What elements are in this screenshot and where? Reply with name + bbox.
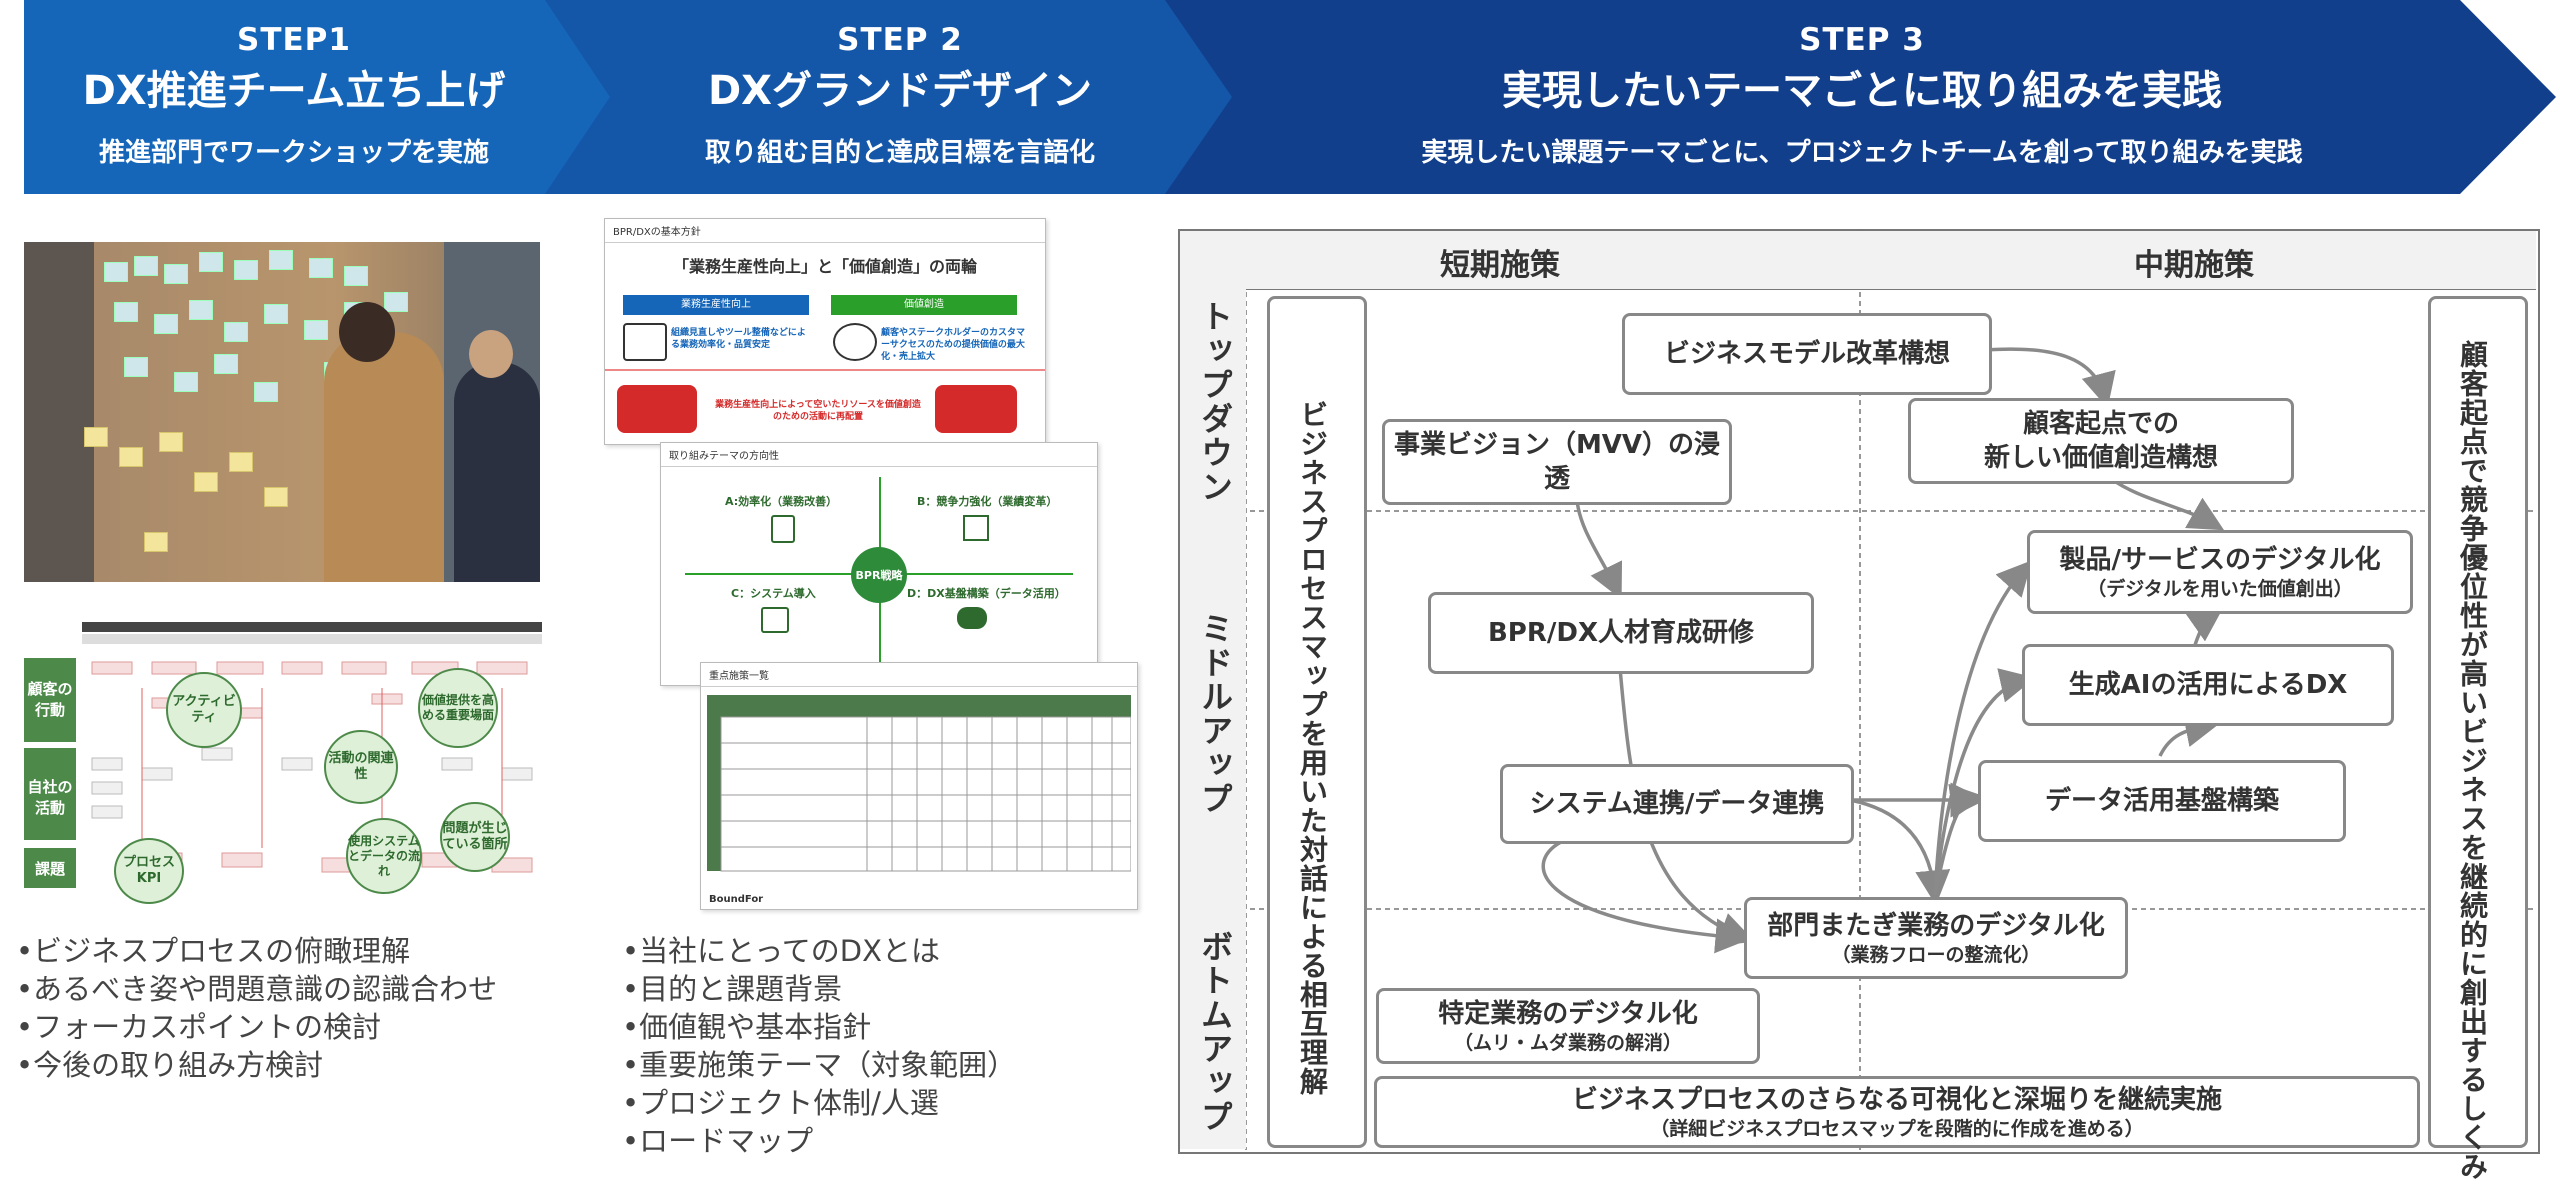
step2-bullet: •プロジェクト体制/人選 <box>622 1086 939 1120</box>
slide2-header: 取り組みテーマの方向性 <box>661 443 1097 467</box>
bubble-system-data: 使用システムとデータの流れ <box>346 818 422 894</box>
right-vertical-text: 顧客起点で競争優位性が高いビジネスを継続的に創出するしくみ <box>2456 340 2489 1181</box>
slide1-right-tag: 価値創造 <box>831 295 1017 315</box>
people-icon <box>833 323 877 361</box>
row-header-top: トップダウン <box>1196 300 1234 504</box>
step2-title: DXグランドデザイン <box>707 68 1093 114</box>
box-product-digitalization: 製品/サービスのデジタル化 （デジタルを用いた価値創出） <box>2027 530 2413 614</box>
box-cross-department: 部門またぎ業務のデジタル化 （業務フローの整流化） <box>1744 897 2128 979</box>
computer-icon <box>623 323 667 361</box>
row-header-middle: ミドルアップ <box>1196 612 1234 816</box>
box-system-integration: システム連携/データ連携 <box>1500 764 1854 844</box>
slide1-red-callout-right <box>935 385 1017 433</box>
bubble-process-kpi: プロセスKPI <box>114 838 184 904</box>
slide1-red-callout-left <box>617 385 697 433</box>
step1-bullet: •今後の取り組み方検討 <box>16 1048 324 1082</box>
bubble-problem: 問題が生じている箇所 <box>440 802 510 872</box>
step1-bullet-list: •ビジネスプロセスの俯瞰理解 •あるべき姿や問題意識の認識合わせ •フォーカスポ… <box>16 932 497 1084</box>
row-header-bottom: ボトムアップ <box>1196 930 1234 1134</box>
measures-table <box>707 695 1131 872</box>
step1-title: DX推進チーム立ち上げ <box>82 68 506 114</box>
slide-key-measures: 重点施策一覧 BoundFor <box>700 662 1138 910</box>
pm-label-customer: 顧客の行動 <box>24 658 76 742</box>
strategy-matrix <box>1178 229 2540 1154</box>
pm-label-company: 自社の活動 <box>24 748 76 840</box>
step2-bullet: •当社にとってのDXとは <box>622 934 940 968</box>
step3-title: 実現したいテーマごとに取り組みを実践 <box>1502 68 2222 114</box>
slide1-left-text: 組織見直しやツール整備などによる業務効率化・品質安定 <box>671 328 806 350</box>
step-banners <box>24 0 2556 194</box>
slide2-quad-c: C：システム導入 <box>731 587 816 600</box>
slide3-footer: BoundFor <box>709 894 764 905</box>
box-specific-task: 特定業務のデジタル化 （ムリ・ムダ業務の解消） <box>1376 988 1760 1064</box>
step2-bullet: •ロードマップ <box>622 1124 814 1158</box>
step2-banner: STEP 2 DXグランドデザイン 取り組む目的と達成目標を言語化 <box>600 0 1200 194</box>
box-mvv: 事業ビジョン（MVV）の浸透 <box>1382 419 1732 505</box>
box-business-model-reform: ビジネスモデル改革構想 <box>1622 313 1992 395</box>
slide2-quad-b: B：競争力強化（業績変革） <box>917 495 1058 508</box>
box-customer-value: 顧客起点での 新しい価値創造構想 <box>1908 398 2294 484</box>
step2-bullet: •目的と課題背景 <box>622 972 843 1006</box>
step1-bullet: •あるべき姿や問題意識の認識合わせ <box>16 972 498 1006</box>
box-generative-ai: 生成AIの活用によるDX <box>2022 644 2394 726</box>
slide1-title: 「業務生産性向上」と「価値創造」の両輪 <box>672 257 977 276</box>
step3-chevron <box>1165 0 2556 194</box>
step2-chevron <box>545 0 1255 194</box>
step2-bullet: •価値観や基本指針 <box>622 1010 872 1044</box>
left-vertical-text: ビジネスプロセスマップを用いた対話による相互理解 <box>1296 400 1329 1096</box>
step1-number: STEP1 <box>237 22 351 58</box>
step1-bullet: •ビジネスプロセスの俯瞰理解 <box>16 934 411 968</box>
bubble-value-scene: 価値提供を高める重要場面 <box>418 668 498 748</box>
slide3-header: 重点施策一覧 <box>701 663 1137 687</box>
box-bpr-training: BPR/DX人材育成研修 <box>1428 592 1814 674</box>
step2-number: STEP 2 <box>837 22 963 58</box>
slide-bpr-policy: BPR/DXの基本方針 「業務生産性向上」と「価値創造」の両輪 業務生産性向上 … <box>604 218 1046 445</box>
bubble-activity: アクティビティ <box>166 672 242 748</box>
slide1-left-tag: 業務生産性向上 <box>623 295 809 315</box>
step2-bullet-list: •当社にとってのDXとは •目的と課題背景 •価値観や基本指針 •重要施策テーマ… <box>622 932 1016 1160</box>
step1-chevron <box>24 0 630 194</box>
slide1-bottom-text: 業務生産性向上によって空いたリソースを価値創造のための活動に再配置 <box>715 400 921 422</box>
box-continuous-visualization: ビジネスプロセスのさらなる可視化と深堀りを継続実施 （詳細ビジネスプロセスマップ… <box>1374 1076 2420 1148</box>
slide2-quad-a: A:効率化（業務改善） <box>725 495 838 508</box>
step2-subtitle: 取り組む目的と達成目標を言語化 <box>704 138 1095 168</box>
step1-subtitle: 推進部門でワークショップを実施 <box>98 138 489 168</box>
col-header-short: 短期施策 <box>1440 248 1560 283</box>
step1-banner: STEP1 DX推進チーム立ち上げ 推進部門でワークショップを実施 <box>24 0 564 194</box>
slide1-right-text: 顧客やステークホルダーのカスタマーサクセスのための提供価値の最大化・売上拡大 <box>881 328 1026 362</box>
step3-banner: STEP 3 実現したいテーマごとに取り組みを実践 実現したい課題テーマごとに、… <box>1232 0 2492 194</box>
slide2-center: BPR戦略 <box>851 547 907 603</box>
bubble-relation: 活動の関連性 <box>324 730 398 804</box>
right-vertical-box <box>2428 296 2528 1148</box>
process-map-thumbnail: 顧客の行動 自社の活動 課題 アクティビティ 活動の関連性 価値提供を高める重要… <box>24 622 542 904</box>
slide-theme-direction: 取り組みテーマの方向性 BPR戦略 A:効率化（業務改善） B：競争力強化（業績… <box>660 442 1098 686</box>
workshop-photo <box>24 242 540 582</box>
step1-bullet: •フォーカスポイントの検討 <box>16 1010 382 1044</box>
slide1-header: BPR/DXの基本方針 <box>605 219 1045 243</box>
step3-number: STEP 3 <box>1799 22 1925 58</box>
step3-subtitle: 実現したい課題テーマごとに、プロジェクトチームを創って取り組みを実践 <box>1421 138 2303 168</box>
col-header-mid: 中期施策 <box>2134 248 2254 283</box>
pm-label-issues: 課題 <box>24 848 76 888</box>
box-data-platform: データ活用基盤構築 <box>1978 760 2346 842</box>
left-vertical-box <box>1267 296 1367 1148</box>
slide2-quad-d: D：DX基盤構築（データ活用） <box>907 587 1066 600</box>
step2-bullet: •重要施策テーマ（対象範囲） <box>622 1048 1017 1082</box>
matrix-grid-lines <box>1178 229 2536 1150</box>
